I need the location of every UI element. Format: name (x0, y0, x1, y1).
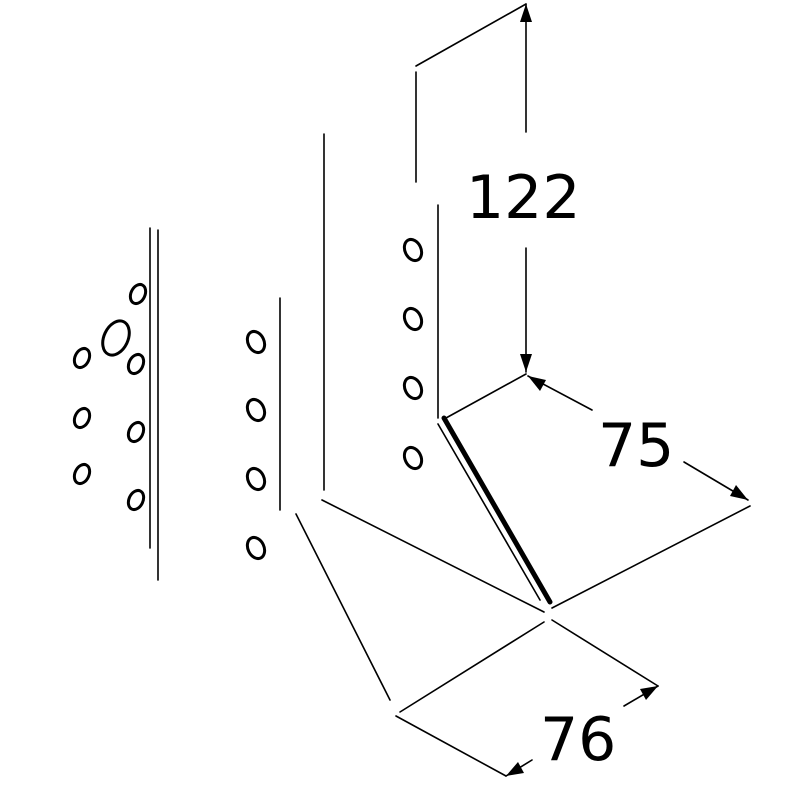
arrow-head-icon (506, 762, 524, 776)
left-side-wall (157, 222, 392, 712)
hole (72, 462, 92, 486)
width-dimension: 76 (395, 619, 659, 777)
arrow-head-icon (528, 376, 546, 391)
depth-dimension: 75 (527, 375, 751, 609)
hole (72, 406, 92, 430)
hole (402, 445, 424, 471)
extension-line (551, 505, 751, 609)
hole (128, 282, 148, 306)
hole (126, 420, 146, 444)
hole (402, 237, 424, 263)
height-dimension-label: 122 (466, 163, 581, 233)
hole (245, 397, 267, 423)
extension-line (395, 715, 507, 777)
left-flange-holes (72, 282, 148, 512)
extension-line (551, 619, 659, 687)
hole (402, 306, 424, 332)
back-wall (318, 70, 548, 616)
arrow-head-icon (520, 4, 532, 22)
hole (245, 329, 267, 355)
hole (245, 466, 267, 492)
back-wall-holes (402, 237, 424, 471)
side-wall-holes (245, 329, 267, 561)
arrow-head-icon (520, 354, 532, 372)
arrow-head-icon (730, 485, 748, 500)
right-diagonal-edge (437, 415, 553, 605)
hole (126, 352, 146, 376)
large-hole (101, 319, 131, 357)
arrow-head-icon (640, 686, 658, 700)
hole (72, 346, 92, 370)
depth-dimension-label: 75 (598, 411, 674, 481)
extension-line (445, 373, 527, 419)
width-dimension-label: 76 (540, 705, 616, 775)
hole (126, 488, 146, 512)
hole (245, 535, 267, 561)
height-dimension: 122 (415, 3, 581, 419)
hole (402, 375, 424, 401)
bottom-seat (286, 494, 548, 716)
extension-line (415, 3, 527, 67)
